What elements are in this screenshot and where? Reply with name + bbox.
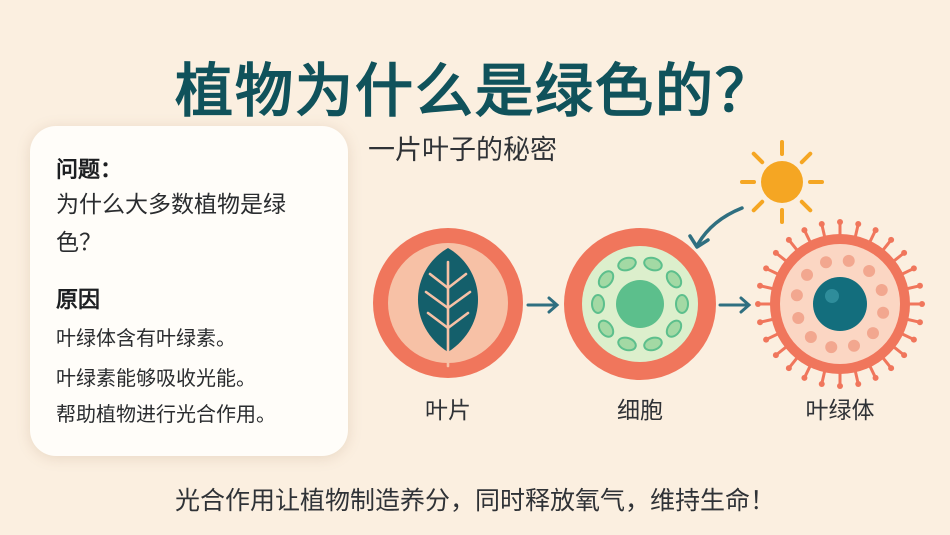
flow-arrow-2 bbox=[718, 296, 752, 314]
leaf-icon bbox=[417, 248, 479, 368]
reason-heading: 原因 bbox=[56, 288, 101, 313]
stage-label-chloroplast: 叶绿体 bbox=[806, 398, 875, 424]
question-heading: 问题： bbox=[56, 158, 123, 183]
flow-arrow-1 bbox=[526, 296, 560, 314]
reason-item: 帮助植物进行光合作用。 bbox=[56, 402, 276, 426]
sun-icon bbox=[740, 140, 824, 224]
stage-label-leaf: 叶片 bbox=[425, 398, 471, 424]
sunlight-arrow bbox=[688, 206, 744, 249]
footer-text: 光合作用让植物制造养分，同时释放氧气，维持生命！ bbox=[174, 486, 775, 515]
leaf-stage bbox=[373, 228, 523, 378]
reason-item: 叶绿素能够吸收光能。 bbox=[56, 366, 256, 390]
page-subtitle: 一片叶子的秘密 bbox=[368, 135, 557, 166]
cell-stage bbox=[564, 228, 716, 380]
question-line-1: 为什么大多数植物是绿 bbox=[56, 192, 286, 218]
page-title: 植物为什么是绿色的？ bbox=[174, 57, 775, 125]
question-line-2: 色？ bbox=[56, 230, 102, 256]
reason-item: 叶绿体含有叶绿素。 bbox=[56, 326, 236, 350]
chloroplast-icon bbox=[790, 254, 890, 354]
chloroplast-stage bbox=[755, 219, 925, 389]
stage-label-cell: 细胞 bbox=[617, 398, 663, 424]
cell-icon bbox=[591, 256, 689, 352]
info-card: 问题： 为什么大多数植物是绿 色？ 原因 叶绿体含有叶绿素。 叶绿素能够吸收光能… bbox=[30, 126, 348, 456]
